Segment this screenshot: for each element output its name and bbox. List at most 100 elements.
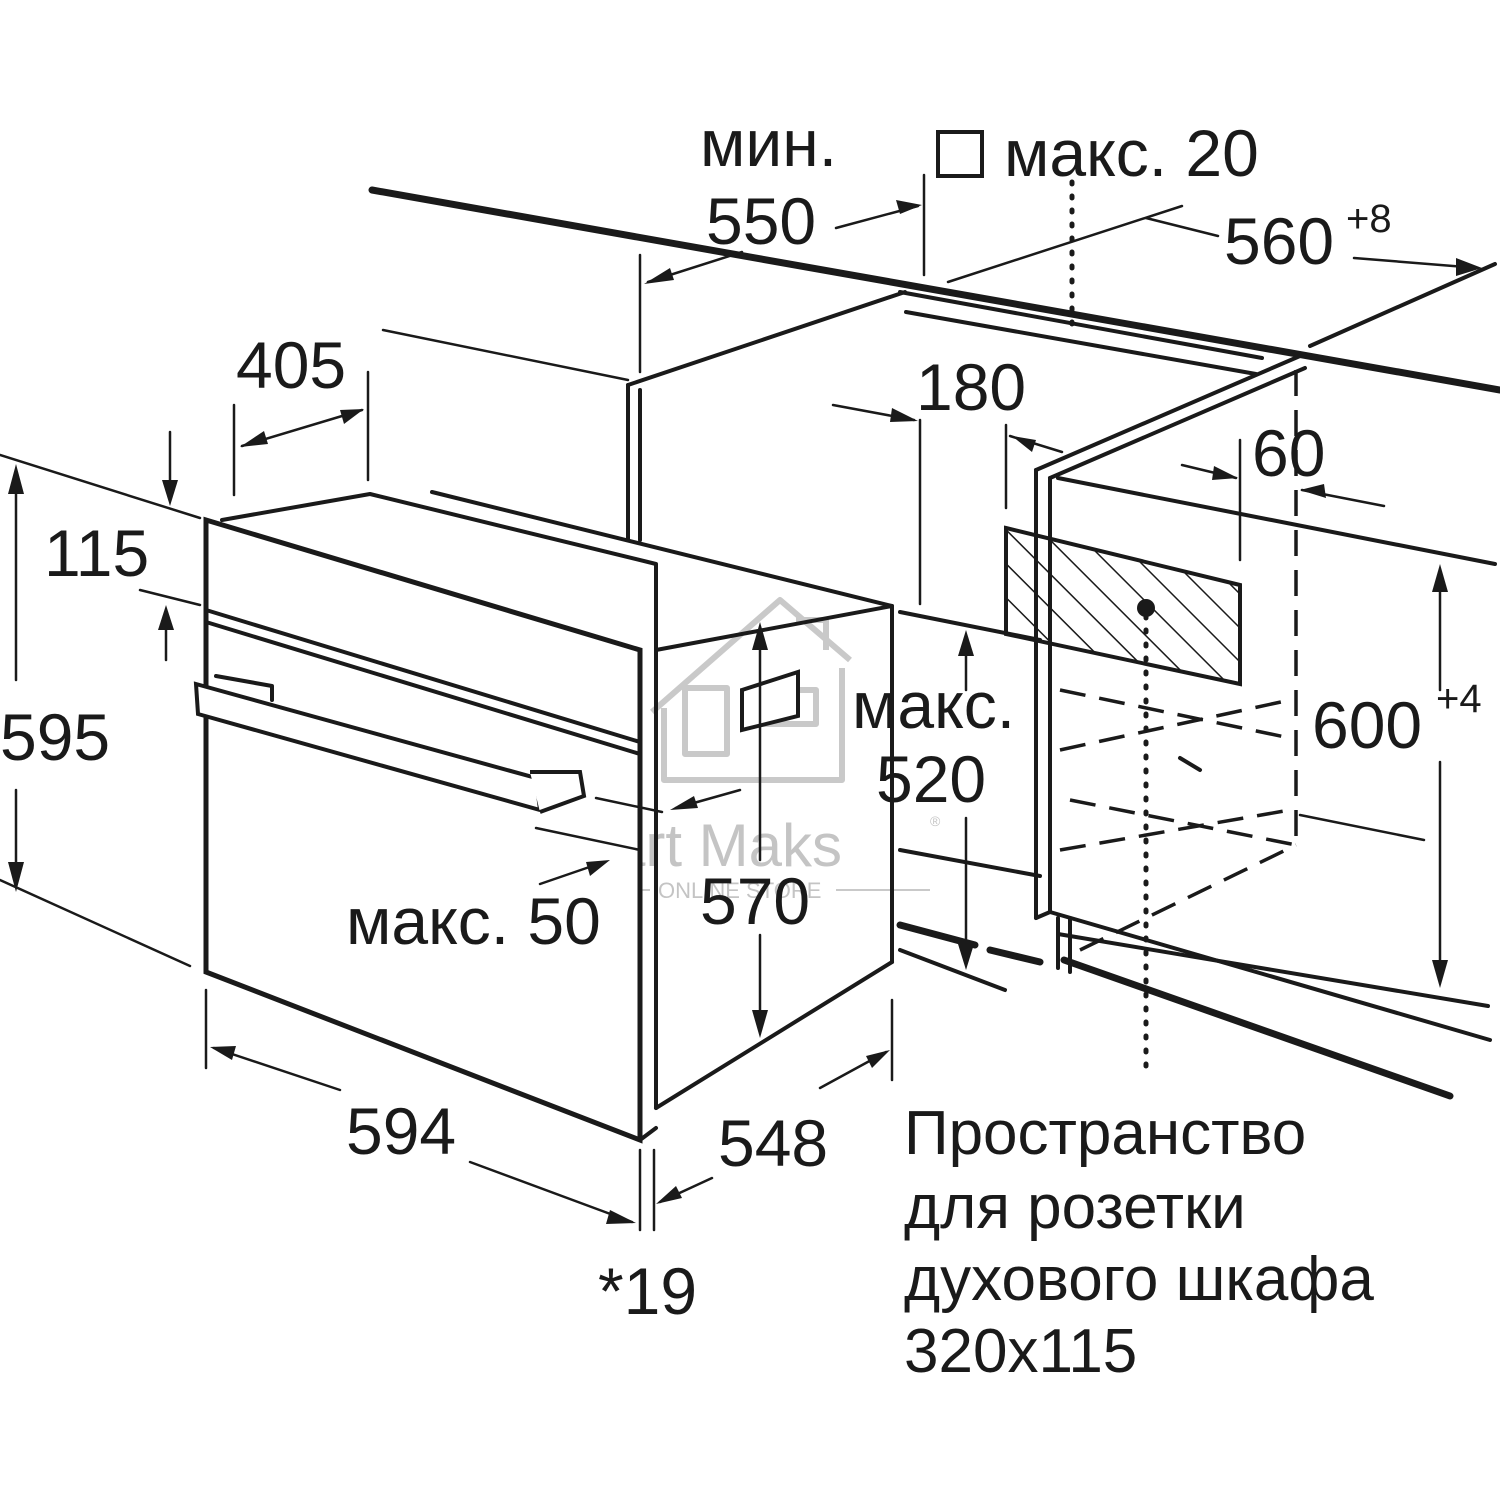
cabinet-niche	[368, 186, 1500, 1100]
countertop-back-edge	[368, 186, 1500, 394]
dimension-labels: мин. 550 макс. 20 560 +8 405 180 60 115 …	[0, 106, 1482, 1328]
oven-side-top	[654, 604, 894, 652]
arrow-550-left	[644, 268, 674, 284]
ext-115-top	[0, 453, 202, 520]
arrow-548-right	[866, 1050, 890, 1068]
label-180: 180	[916, 350, 1026, 424]
label-min: мин.	[700, 106, 837, 180]
hidden-back-floor	[1059, 808, 1291, 852]
arrow-595-bottom	[8, 862, 24, 892]
socket-center-dot	[1137, 599, 1155, 617]
dimension-lines	[0, 173, 1482, 1232]
arrow-115-bottom	[158, 605, 174, 630]
arrow-60-left	[1012, 436, 1036, 452]
label-600: 600	[1312, 688, 1422, 762]
ext-595-bottom	[0, 878, 192, 968]
arrow-570-bottom	[752, 1010, 768, 1038]
hidden-floor-depth	[1069, 798, 1297, 847]
arrow-560-right	[1456, 258, 1482, 276]
watermark-registered-mark: ®	[930, 813, 941, 829]
socket-note: Пространство для розетки духового шкафа …	[904, 1099, 1374, 1386]
label-405: 405	[236, 328, 346, 402]
countertop-inner-edge	[898, 290, 1264, 360]
arrow-600-top	[1432, 564, 1448, 592]
label-max20: макс. 20	[1004, 116, 1259, 190]
socket-hatched-area	[1004, 525, 1242, 687]
hidden-edges	[1059, 179, 1298, 1075]
arrow-520-bottom	[958, 944, 974, 970]
countertop-inner-edge-2	[904, 310, 1258, 376]
note-line-1: Пространство	[904, 1099, 1306, 1168]
label-600-tolerance: +4	[1436, 677, 1482, 721]
label-max-word: макс.	[852, 668, 1015, 742]
arrow-595-top	[8, 464, 24, 494]
ext-600	[1298, 813, 1426, 842]
dim-560-a	[1144, 216, 1220, 238]
oven-door-handle	[193, 674, 587, 814]
plinth-line-left	[896, 921, 979, 949]
right-panel-depth-line	[1056, 476, 1497, 566]
plinth-line-mid	[986, 946, 1044, 966]
label-560-tolerance: +8	[1346, 197, 1392, 241]
arrow-405-right	[340, 409, 364, 424]
label-520: 520	[876, 742, 986, 816]
label-19: *19	[598, 1254, 697, 1328]
arrow-550-right	[896, 200, 922, 214]
dim-594-a	[212, 1046, 342, 1092]
note-line-2: для розетки	[904, 1173, 1246, 1242]
plinth-lower-line	[898, 948, 1007, 992]
arrow-50-top	[670, 796, 698, 810]
arrow-60-mid	[1212, 466, 1238, 480]
right-panel-top	[1034, 354, 1302, 472]
label-550: 550	[706, 184, 816, 258]
arrow-115-top	[162, 480, 178, 506]
arrow-600-bottom	[1432, 960, 1448, 988]
dim-560-ext	[946, 204, 1184, 284]
left-panel-top	[626, 290, 907, 387]
ext-50-bottom	[534, 826, 642, 852]
label-594: 594	[346, 1094, 456, 1168]
socket-space	[1004, 525, 1242, 687]
oven-front-panel	[203, 516, 643, 1144]
label-max50: макс. 50	[346, 884, 601, 958]
right-panel-bottom	[1034, 910, 1052, 920]
oven-corner	[638, 1126, 658, 1142]
watermark-subtitle: ONLINE STORE	[658, 878, 821, 903]
note-line-3: духового шкафа	[904, 1245, 1374, 1314]
hidden-mark	[1178, 756, 1202, 772]
floor-line-right-2	[1056, 932, 1490, 1008]
arrow-60-right	[1300, 484, 1326, 498]
hidden-back-shelf	[1059, 698, 1291, 752]
plinth-line-right	[1060, 956, 1454, 1100]
oven-side-bottom	[654, 960, 894, 1110]
hidden-floor-diag	[1079, 843, 1297, 952]
floor-line-right	[1048, 910, 1492, 1042]
oven-rear-connector	[740, 669, 800, 733]
oven	[193, 490, 894, 1144]
dim-594-b	[468, 1160, 634, 1224]
right-panel-top-inner	[1048, 366, 1307, 480]
arrow-405-left	[240, 431, 268, 447]
note-line-4: 320x115	[904, 1317, 1137, 1386]
label-595: 595	[0, 700, 110, 774]
arrow-548-left	[656, 1186, 682, 1204]
square-section-icon	[936, 130, 984, 178]
ext-405-top	[381, 328, 630, 382]
shelf-left-edge	[898, 848, 1042, 878]
oven-door-split-2	[204, 620, 642, 756]
ext-115-bottom	[138, 588, 202, 607]
right-panel-back-line	[1308, 262, 1497, 348]
label-60: 60	[1252, 416, 1325, 490]
oven-front-rim	[220, 492, 658, 1110]
arrow-520-top	[958, 630, 974, 656]
arrow-594-left	[210, 1046, 236, 1060]
ext-50-top	[594, 796, 664, 814]
oven-door-split	[204, 608, 642, 744]
arrow-50-bottom	[586, 860, 610, 876]
label-115: 115	[44, 516, 149, 590]
label-548: 548	[718, 1106, 828, 1180]
arrow-180	[890, 408, 918, 422]
label-570: 570	[700, 864, 810, 938]
